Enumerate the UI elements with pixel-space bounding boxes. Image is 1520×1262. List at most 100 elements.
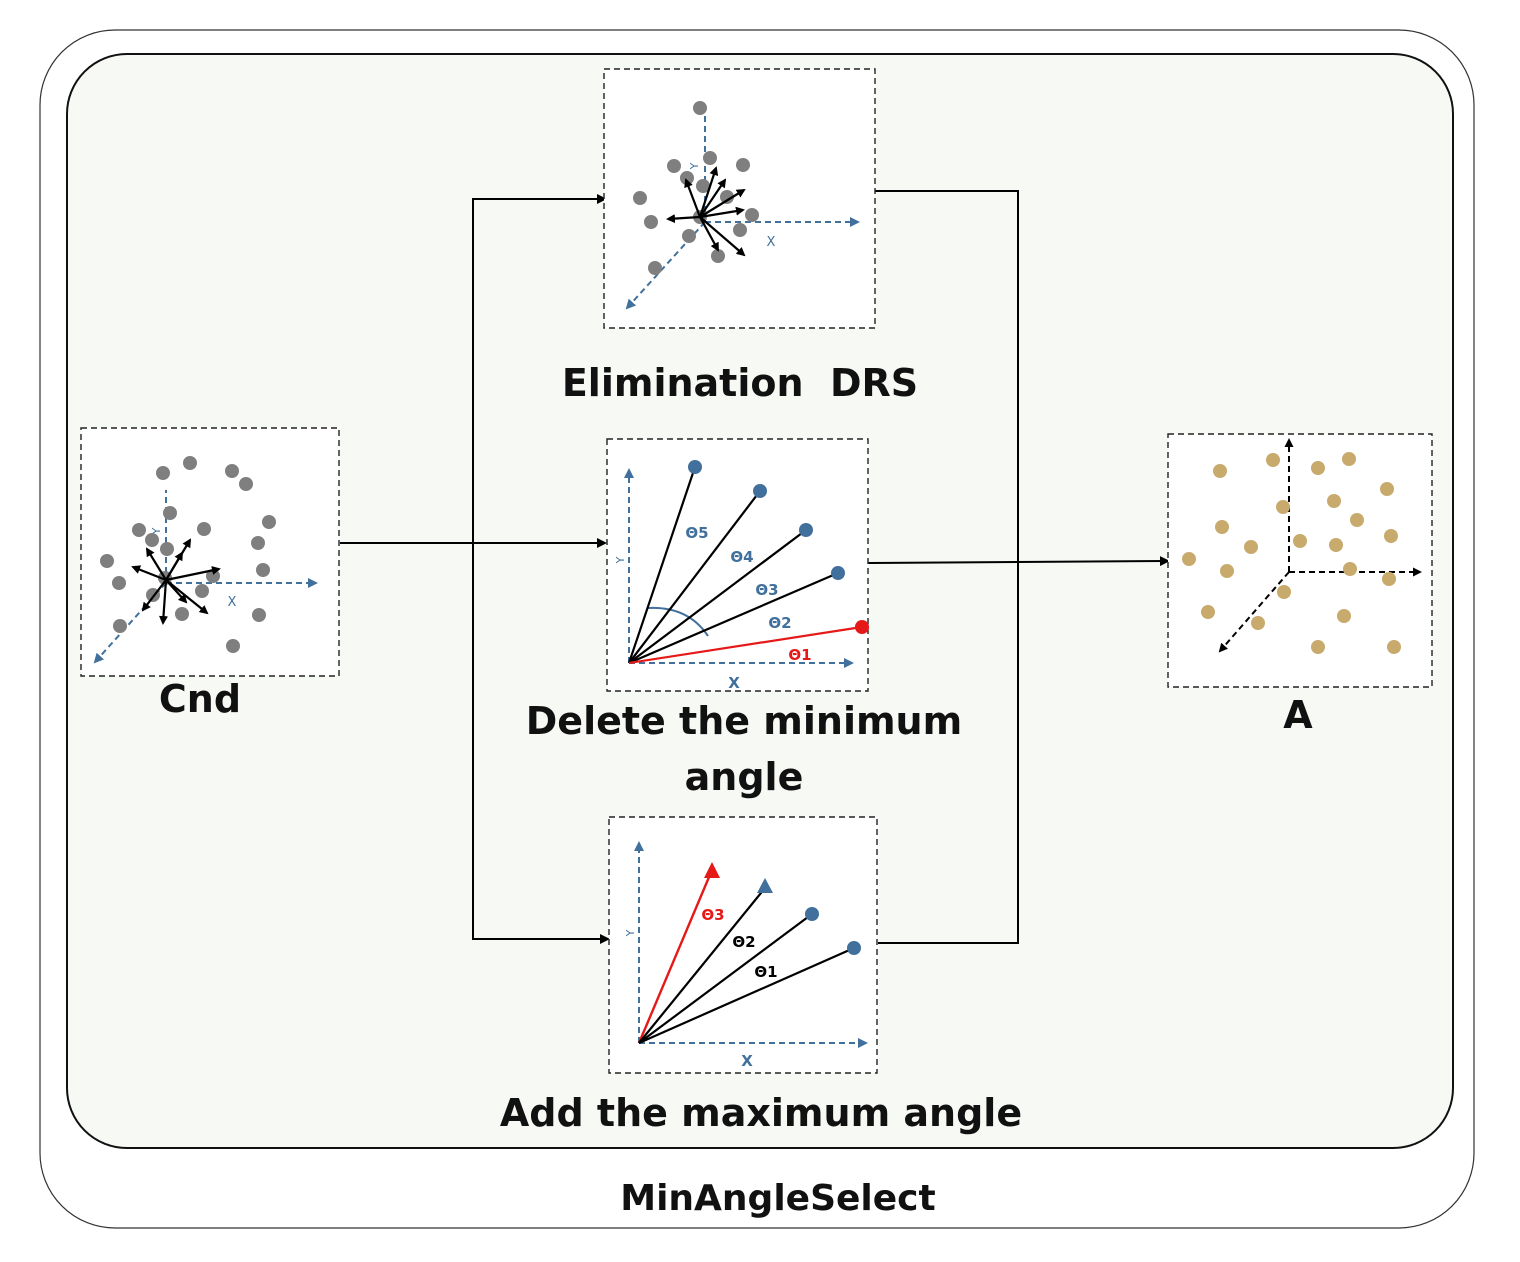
a-point [1380,482,1394,496]
ray-endpoint [831,566,845,580]
drs-point [648,261,662,275]
a-point [1251,616,1265,630]
cnd-point [100,554,114,568]
angle-ray [627,466,697,664]
drs-point [720,190,734,204]
a-point [1384,529,1398,543]
a-point [1382,572,1396,586]
a-point [1201,605,1215,619]
a-point [1182,552,1196,566]
drs-point [693,101,707,115]
panel-a: A [1167,433,1433,737]
cnd-point [113,619,127,633]
angle-label: Θ5 [685,524,708,542]
direction-arrow [666,214,701,224]
direction-arrow [698,166,719,218]
delete-x-label: X [728,674,740,692]
drs-direction-arrows [666,166,746,257]
add-x-label: X [741,1052,753,1070]
cnd-point [163,506,177,520]
cnd-z-axis [93,582,167,664]
cnd-point [183,456,197,470]
direction-arrow [165,551,184,581]
a-point [1329,538,1343,552]
ray-endpoint [753,484,767,498]
a-point [1327,494,1341,508]
direction-arrow [699,178,727,218]
outer-label: MinAngleSelect [620,1178,935,1219]
add-y-label: Y [624,929,637,937]
cnd-caption: Cnd [159,677,241,721]
angle-label: Θ1 [754,963,777,981]
panel-add-box [608,816,878,1074]
angle-label: Θ1 [788,646,811,664]
drs-points [633,101,759,275]
drs-point [711,249,725,263]
direction-arrow [684,178,702,218]
a-z-axis [1218,571,1290,653]
drs-point [745,208,759,222]
cnd-point [112,576,126,590]
direction-arrow [165,566,221,582]
ray-endpoint [688,460,702,474]
cnd-point [145,533,159,547]
direction-arrow [145,547,167,581]
delete-rays [627,460,869,665]
cnd-point [156,466,170,480]
delete-y-label: Y [614,556,627,564]
ray-endpoint [799,523,813,537]
angle-ray [638,946,855,1045]
angle-ray [628,625,863,665]
add-rays [637,862,861,1045]
cnd-direction-arrows [131,538,221,625]
a-point [1244,540,1258,554]
angle-ray [628,490,761,664]
ray-endpoint [855,620,869,634]
angle-ray [628,529,807,664]
ray-endpoint [847,941,861,955]
cnd-point [175,607,189,621]
drs-point [644,215,658,229]
a-point [1311,461,1325,475]
drs-output-line [875,190,1019,944]
ray-endpoint [805,907,819,921]
split-to-drs-arrow [472,194,607,543]
cnd-point [132,523,146,537]
angle-ray [637,869,714,1044]
a-point [1342,452,1356,466]
a-points [1182,452,1401,654]
a-point [1215,520,1229,534]
drs-point [703,151,717,165]
drs-point [633,191,647,205]
a-point [1387,640,1401,654]
angle-label: Θ2 [768,614,791,632]
drs-point [733,223,747,237]
angle-label: Θ2 [732,933,755,951]
split-to-add-arrow [472,543,610,944]
a-point [1337,609,1351,623]
direction-arrow [699,216,746,257]
cnd-point [160,542,174,556]
direction-arrow [165,579,188,604]
a-point [1311,640,1325,654]
delete-caption-line1: Delete the minimum [526,699,962,743]
a-point [1213,464,1227,478]
direction-arrow [131,565,167,582]
panel-cnd: X Y Cnd [80,427,340,721]
cnd-x-label: X [228,595,237,610]
direction-arrow [699,206,745,219]
panel-delete-box [606,438,869,692]
triangle-marker [757,878,773,893]
cnd-point [251,536,265,550]
cnd-point [197,522,211,536]
delete-caption-line2: angle [685,755,804,799]
drs-point [682,229,696,243]
drs-y-label: Y [688,162,701,170]
drs-point [667,159,681,173]
a-point [1343,562,1357,576]
